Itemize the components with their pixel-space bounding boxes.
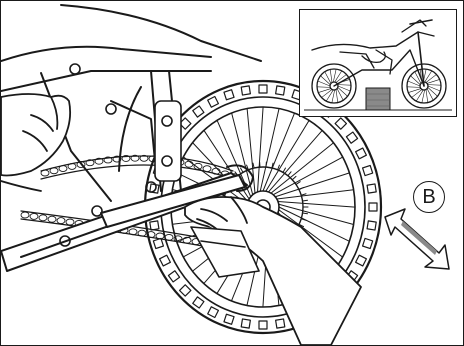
- direction-arrow-icon: [381, 205, 451, 277]
- suspension-link: [155, 101, 181, 181]
- callout-letter: B: [422, 187, 435, 207]
- callout-label: B: [413, 181, 445, 213]
- inset-stand: [366, 88, 390, 110]
- inset-panel: [299, 9, 457, 117]
- motorcycle-on-stand-illustration: [300, 10, 456, 116]
- left-hand: [1, 94, 70, 191]
- frame-bolt: [70, 64, 80, 74]
